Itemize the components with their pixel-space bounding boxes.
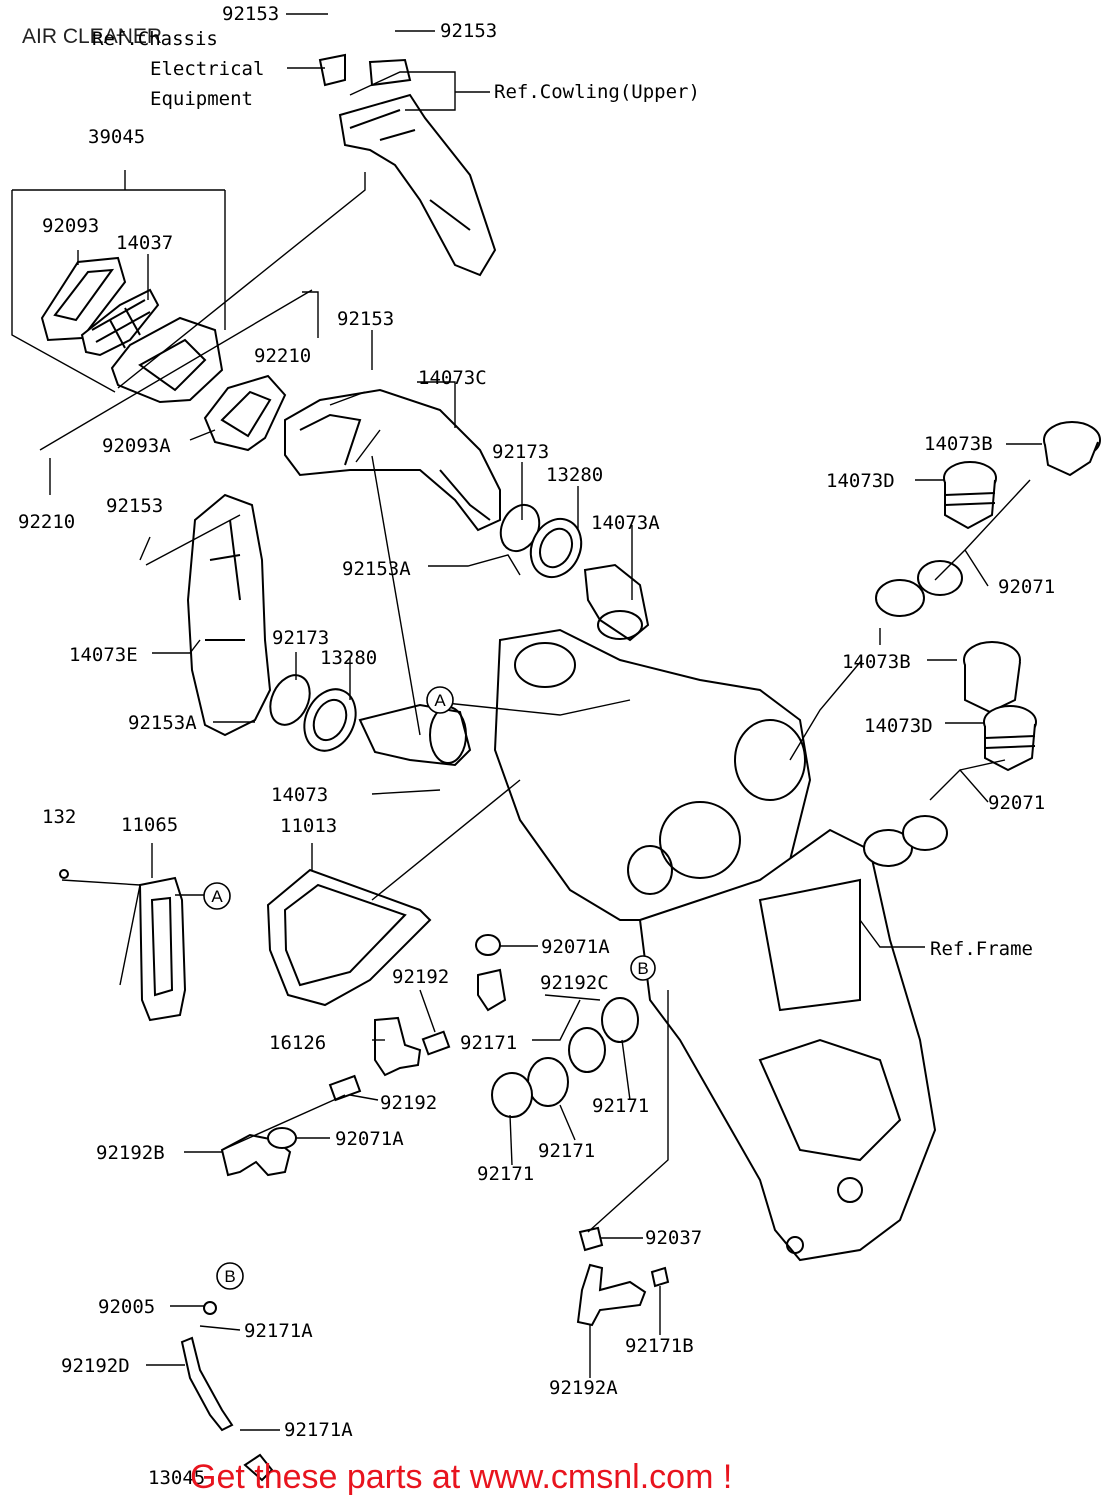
label-92192c: 92192C [540, 972, 609, 994]
duct-92093a [203, 374, 287, 452]
label-ref-chassis: Ref.Chassis [92, 28, 218, 50]
label-13280: 13280 [320, 647, 377, 669]
label-92071: 92071 [988, 792, 1045, 814]
part-13045 [243, 1453, 274, 1482]
label-92153a: 92153A [342, 558, 411, 580]
svg-text:B: B [637, 959, 648, 978]
label-13045: 13045 [148, 1467, 205, 1489]
label-92153a: 92153A [128, 712, 197, 734]
label-92071a: 92071A [541, 936, 610, 958]
frame [638, 828, 937, 1262]
leader-lines [11, 13, 1042, 1431]
diagram-title: AIR CLEANER [22, 25, 162, 48]
label-92192a: 92192A [549, 1377, 618, 1399]
label-92171: 92171 [460, 1032, 517, 1054]
label-92037: 92037 [645, 1227, 702, 1249]
callout-a-left: A [203, 882, 231, 910]
label-132: 132 [42, 806, 76, 828]
svg-text:A: A [211, 887, 223, 906]
gasket-92071-top-left [875, 579, 925, 617]
hose-92192-middle [328, 1074, 362, 1102]
duct-14073c [284, 388, 501, 532]
footer-ad-text[interactable]: Get these parts at www.cmsnl.com ! [190, 1458, 732, 1496]
airbox-housing [493, 628, 812, 921]
label-ref-cowling: Ref.Cowling(Upper) [494, 81, 700, 103]
clip-92037 [578, 1226, 604, 1252]
grommet-92071a-lower [267, 1127, 297, 1149]
label-11013: 11013 [280, 815, 337, 837]
callout-b-left: B [216, 1262, 244, 1290]
svg-text:A: A [434, 691, 446, 710]
label-14037: 14037 [116, 232, 173, 254]
valve-16126 [374, 1016, 422, 1077]
filter-element-11013 [266, 868, 432, 1007]
label-92192d: 92192D [61, 1355, 130, 1377]
label-92192: 92192 [392, 966, 449, 988]
cover-11065 [138, 876, 187, 1022]
label-92173: 92173 [272, 627, 329, 649]
parts-outlines [40, 53, 1101, 1482]
gasket-92071-top-right [917, 560, 963, 596]
label-ref-chassis-equipment: Equipment [150, 88, 253, 110]
label-92171: 92171 [477, 1163, 534, 1185]
elbow-14073 [358, 703, 472, 767]
hose-92192a [576, 1263, 647, 1327]
duct-14073e [186, 493, 272, 737]
callout-a-top: A [426, 686, 454, 714]
label-92210: 92210 [254, 345, 311, 367]
label-92210: 92210 [18, 511, 75, 533]
label-14073d: 14073D [826, 470, 895, 492]
label-92093: 92093 [42, 215, 99, 237]
label-92153: 92153 [440, 20, 497, 42]
label-16126: 16126 [269, 1032, 326, 1054]
label-ref-frame: Ref.Frame [930, 938, 1033, 960]
label-14073a: 14073A [591, 512, 660, 534]
screw-132 [59, 869, 69, 879]
clamp-92173-lower [269, 674, 311, 726]
clamp-92171-b [568, 1027, 606, 1073]
clamp-92171-a [601, 997, 639, 1043]
duct-39045 [110, 316, 224, 404]
hose-92192d [180, 1336, 234, 1432]
label-39045: 39045 [88, 126, 145, 148]
label-92071: 92071 [998, 576, 1055, 598]
label-92153: 92153 [106, 495, 163, 517]
clamp-92171b [650, 1266, 670, 1288]
label-92171: 92171 [538, 1140, 595, 1162]
label-ref-chassis-electrical: Electrical [150, 58, 264, 80]
label-92192: 92192 [380, 1092, 437, 1114]
label-92153: 92153 [337, 308, 394, 330]
callout-b-right: B [630, 955, 656, 981]
label-14073b: 14073B [842, 651, 911, 673]
gasket-92071-bottom-left [863, 829, 913, 867]
label-92192b: 92192B [96, 1142, 165, 1164]
label-92071a: 92071A [335, 1128, 404, 1150]
label-14073d: 14073D [864, 715, 933, 737]
label-92153: 92153 [222, 3, 279, 25]
label-92171a: 92171A [244, 1320, 313, 1342]
clamp-92171-d [491, 1072, 533, 1118]
label-92171: 92171 [592, 1095, 649, 1117]
label-11065: 11065 [121, 814, 178, 836]
grommet-92071a-upper [475, 934, 501, 956]
gasket-92071-bottom-right [902, 815, 948, 851]
label-92171a: 92171A [284, 1419, 353, 1441]
label-92173: 92173 [492, 441, 549, 463]
cap-92005 [203, 1301, 217, 1315]
cowling-bracket [338, 93, 497, 277]
label-14073: 14073 [271, 784, 328, 806]
svg-text:B: B [224, 1267, 235, 1286]
label-92171b: 92171B [625, 1335, 694, 1357]
part-labels: 92153 92153 Ref.Chassis Electrical Equip… [18, 3, 1055, 1489]
hose-92192-upper [421, 1030, 451, 1056]
label-14073e: 14073E [69, 644, 138, 666]
label-92093a: 92093A [102, 435, 171, 457]
elbow-14073a [583, 563, 650, 642]
label-92005: 92005 [98, 1296, 155, 1318]
clamp-92171-c [527, 1057, 569, 1107]
label-14073b: 14073B [924, 433, 993, 455]
label-14073c: 14073C [418, 367, 487, 389]
label-13280: 13280 [546, 464, 603, 486]
